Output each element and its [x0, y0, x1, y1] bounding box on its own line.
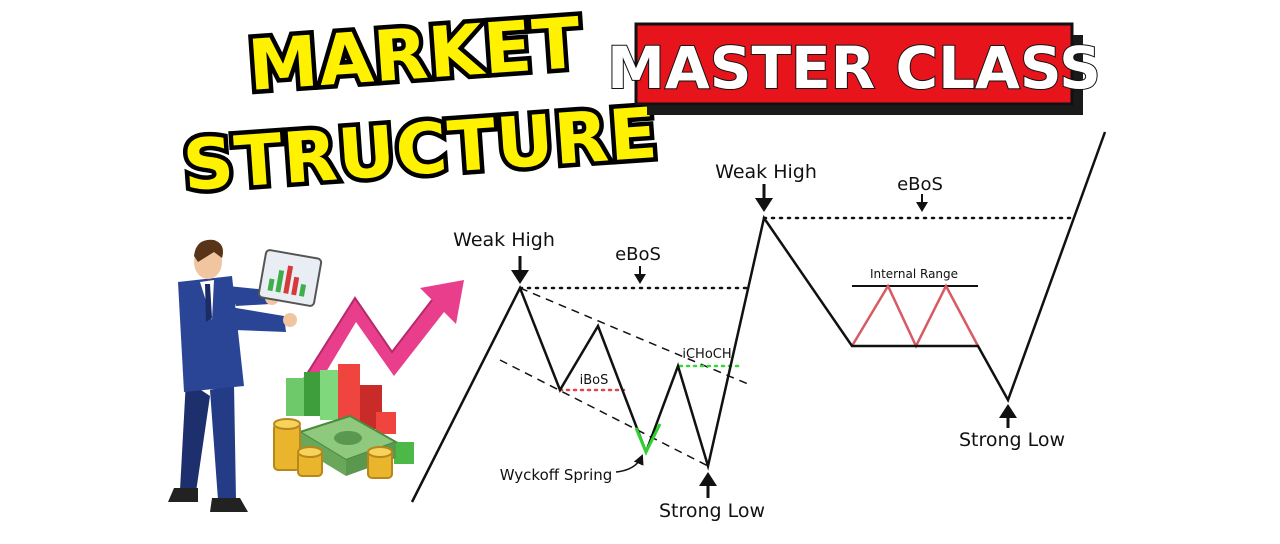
weak-high-left-label: Weak High — [453, 229, 555, 251]
weak-high-left-arrow-icon — [511, 256, 529, 284]
title-line-1: MARKET — [245, 2, 583, 107]
weak-high-right-arrow-icon — [755, 184, 773, 212]
weak-high-right-label: Weak High — [715, 161, 817, 183]
channel-line-lower — [499, 359, 709, 467]
ichoch-label: iCHoCH — [682, 347, 731, 362]
title-line-2: STRUCTURE — [180, 92, 660, 207]
ebos-right-label: eBoS — [897, 174, 943, 195]
strong-low-left-label: Strong Low — [659, 500, 765, 522]
bar-chart-blocks-icon — [286, 364, 414, 464]
wyckoff-spring-mark — [634, 423, 662, 456]
channel-line-upper — [519, 287, 749, 385]
strong-low-left-arrow-icon — [699, 472, 717, 498]
structure-diagram: Weak High eBoS Weak High eBoS iBoS iCHoC… — [410, 131, 1107, 522]
ebos-left-arrow-icon — [634, 266, 646, 284]
wyckoff-spring-label: Wyckoff Spring — [500, 466, 613, 484]
coin-stacks-icon — [273, 418, 393, 479]
master-class-badge: MASTER CLASS — [606, 22, 1102, 115]
strong-low-right-label: Strong Low — [959, 429, 1065, 451]
strong-low-right-arrow-icon — [999, 404, 1017, 428]
businessman-icon — [168, 239, 323, 512]
ebos-right-arrow-icon — [916, 194, 928, 212]
title-market: MARKET — [241, 0, 588, 111]
illustration — [168, 239, 464, 512]
internal-range-label: Internal Range — [870, 267, 958, 281]
title-structure: STRUCTURE — [176, 87, 665, 211]
master-class-text: MASTER CLASS — [607, 34, 1101, 102]
wyckoff-spring-pointer — [615, 454, 644, 473]
ebos-left-label: eBoS — [615, 244, 661, 265]
ibos-label: iBoS — [580, 373, 609, 388]
price-path — [410, 131, 1107, 503]
tablet-icon — [257, 249, 323, 307]
internal-range-zigzag — [850, 283, 980, 349]
